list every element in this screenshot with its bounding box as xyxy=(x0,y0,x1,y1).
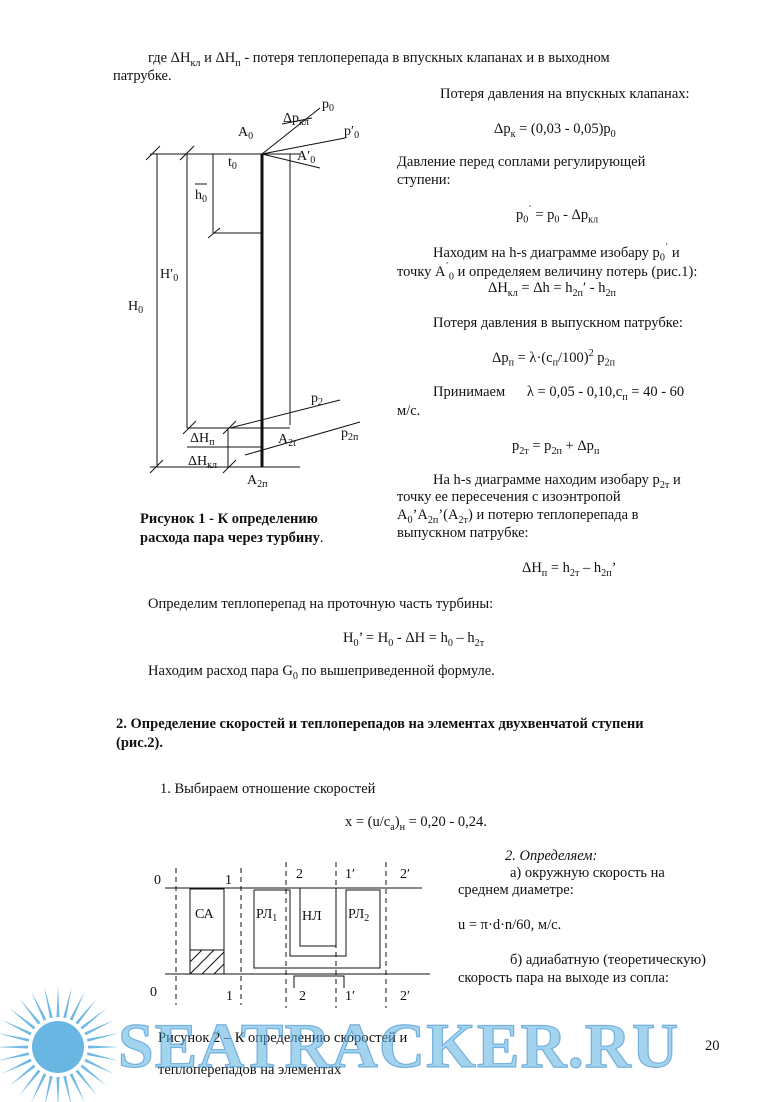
text-r2-b1: б) адиабатную (теоретическую) xyxy=(510,952,706,968)
intro-line-2: патрубке. xyxy=(113,68,172,84)
page-number: 20 xyxy=(705,1038,720,1054)
text-p4: Потеря давления в выпускном патрубке: xyxy=(433,315,683,331)
text-p2b: ступени: xyxy=(397,172,451,188)
formula-6: ΔHп = h2т – h2п’ xyxy=(522,560,617,579)
formula-5: p2т = p2п + Δpп xyxy=(512,438,600,457)
sun-ray xyxy=(19,1069,41,1096)
figure-1-caption-2: расхода пара через турбину. xyxy=(140,530,324,546)
sun-ray xyxy=(9,1064,36,1086)
fig2-top-label-2prime: 2′ xyxy=(400,867,410,882)
sun-ray xyxy=(31,1073,47,1102)
sun-ray xyxy=(63,1075,71,1102)
label-dHp: ΔHп xyxy=(190,431,215,448)
formula-7: H0’ = H0 - ΔH = h0 – h2т xyxy=(343,630,485,649)
sun-ray xyxy=(75,1069,97,1096)
text-p7: Определим теплоперепад на проточную част… xyxy=(148,596,494,612)
sun-ray xyxy=(80,1008,107,1030)
formula-1: Δpк = (0,03 - 0,05)p0 xyxy=(494,121,616,140)
text-item-1: 1. Выбираем отношение скоростей xyxy=(160,781,376,797)
section-2-heading-1: 2. Определение скоростей и теплоперепадо… xyxy=(116,716,644,732)
text-r2-a2: среднем диаметре: xyxy=(458,882,574,898)
sun-ray xyxy=(31,991,47,1021)
sun-ray xyxy=(86,1052,119,1061)
text-p6b: точку ее пересечения с изоэнтропой xyxy=(397,489,621,505)
fig2-bottom-label-0: 0 xyxy=(150,985,157,1000)
fig2-top-label-0: 0 xyxy=(154,873,161,888)
sun-ray xyxy=(84,1058,114,1074)
sun-logo-icon xyxy=(0,985,120,1102)
watermark-text: SEATRACKER.RU xyxy=(118,1010,679,1081)
label-t0: t0 xyxy=(228,155,237,172)
fig2-bottom-label-2: 2 xyxy=(299,989,306,1004)
sun-ray xyxy=(69,1073,85,1102)
fig2-top-label-2: 2 xyxy=(296,867,303,882)
sun-ray xyxy=(9,1008,36,1030)
formula-4: Δpп = λ·(cп/100)2 p2п xyxy=(492,348,616,369)
text-p5a: Принимаем λ = 0,05 - 0,10,cп = 40 - 60 xyxy=(433,384,685,403)
text-p5b: м/с. xyxy=(397,403,421,419)
watermark: SEATRACKER.RU xyxy=(0,985,679,1102)
sun-ray xyxy=(69,991,85,1021)
sun-ray xyxy=(19,998,41,1025)
sun-ray xyxy=(0,1045,28,1049)
sun-ray xyxy=(2,1058,32,1074)
figure-1-diagram: p0 Δpкл p′0 A0 A′0 t0 h0 H′0 H0 p2 p2п Δ… xyxy=(128,97,361,490)
sun-ray xyxy=(88,1045,120,1049)
sun-ray xyxy=(44,986,53,1019)
intro-line-1: где ΔHкл и ΔHп - потеря теплоперепада в … xyxy=(148,50,610,69)
sun-ray xyxy=(2,1020,32,1036)
text-p6c: A0’A2п’(A2т) и потерю теплоперепада в xyxy=(397,507,639,526)
sun-ray xyxy=(84,1020,114,1036)
sun-ray xyxy=(56,1077,60,1102)
fig2-label-RL2: РЛ2 xyxy=(348,907,369,924)
figure-1-caption-1: Рисунок 1 - К определению xyxy=(140,511,318,527)
text-r2-b2: скорость пара на выходе из сопла: xyxy=(458,970,670,986)
formula-9: u = π·d·n/60, м/с. xyxy=(458,917,562,933)
text-p8: Находим расход пара G0 по вышеприведенно… xyxy=(148,663,495,682)
text-r2-a1: а) окружную скорость на xyxy=(510,865,665,881)
text-p1: Потеря давления на впускных клапанах: xyxy=(440,86,690,102)
text-p3a: Находим на h-s диаграмме изобару p0΄ и xyxy=(433,243,680,264)
sun-ray xyxy=(63,986,72,1019)
section-2-heading-2: (рис.2). xyxy=(116,735,164,751)
fig2-bottom-label-2prime: 2′ xyxy=(400,989,410,1004)
fig2-label-RL1: РЛ1 xyxy=(256,907,277,924)
formula-3: ΔHкл = Δh = h2п′ - h2п xyxy=(488,280,616,299)
sun-ray xyxy=(86,1033,119,1042)
fig2-top-label-1: 1 xyxy=(225,873,232,888)
figure-2-caption-1: Рисунок 2 – К определению скоростей и xyxy=(158,1030,408,1046)
sun-ray xyxy=(0,1052,30,1061)
fig2-bottom-label-1prime: 1′ xyxy=(345,989,355,1004)
text-p3b: точку A΄0 и определяем величину потерь (… xyxy=(397,262,698,283)
sun-ray xyxy=(75,998,97,1025)
fig2-label-NL: НЛ xyxy=(302,909,322,924)
sun-ray xyxy=(56,985,60,1017)
sun-ray xyxy=(0,1033,30,1042)
formula-2: p0΄ = p0 - Δpкл xyxy=(516,205,599,226)
text-p6d: выпускном патрубке: xyxy=(397,525,529,541)
text-p6a: На h-s диаграмме находим изобару p2т и xyxy=(433,472,681,491)
sun-ray xyxy=(45,1075,53,1102)
formula-8: x = (u/cа)н = 0,20 - 0,24. xyxy=(345,814,487,833)
figure-2-caption-2: теплоперепадов на элементах xyxy=(158,1062,342,1078)
fig2-bottom-label-1: 1 xyxy=(226,989,233,1004)
text-r2-heading: 2. Определяем: xyxy=(505,848,598,864)
fig2-top-label-1prime: 1′ xyxy=(345,867,355,882)
text-p2a: Давление перед соплами регулирующей xyxy=(397,154,646,170)
fig2-label-CA: СА xyxy=(195,907,215,922)
sun-ray xyxy=(80,1064,107,1086)
